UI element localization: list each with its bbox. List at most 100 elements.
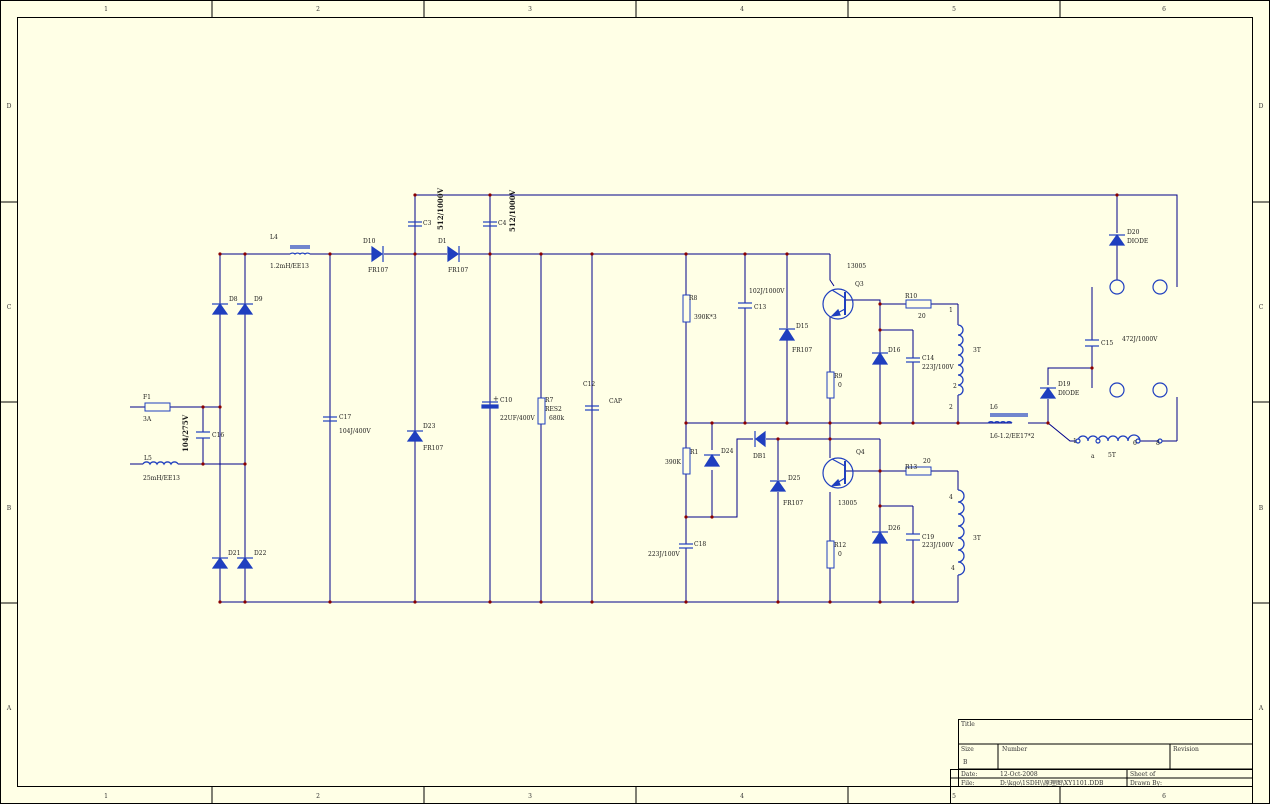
- label-q3-value: 13005: [847, 263, 866, 270]
- col-label: 2: [316, 793, 320, 800]
- label-c19-ref: C19: [922, 534, 934, 541]
- wires: [130, 194, 1178, 603]
- transformer-winding-lower: [957, 489, 966, 576]
- label-q3-ref: Q3: [855, 281, 864, 288]
- label-c14-value: 223J/100V: [922, 364, 954, 371]
- label-d25-value: FR107: [783, 500, 803, 507]
- file-label: File:: [961, 780, 975, 787]
- inductor-l4-symbol: [289, 245, 311, 255]
- terminal-circle: [1152, 279, 1168, 295]
- number-label: Number: [1002, 746, 1027, 753]
- label-d25-ref: D25: [788, 475, 801, 482]
- inductors: [142, 245, 1141, 576]
- terminal-circle: [1109, 279, 1125, 295]
- cap-c3-symbol: [408, 221, 422, 227]
- transistors: [822, 288, 854, 489]
- label-r9-ref: R9: [834, 373, 843, 380]
- diode-d22-symbol: [236, 556, 254, 569]
- label-l6-ref: L6: [990, 404, 998, 411]
- transformer-winding-output: [1077, 434, 1141, 442]
- diode-d26-symbol: [871, 530, 889, 544]
- cap-c19-symbol: [906, 533, 920, 541]
- label-r8-ref: R8: [689, 295, 698, 302]
- res-r7-symbol: [537, 397, 546, 425]
- lamp-terminals: [1075, 279, 1168, 444]
- label-r10-ref: R10: [905, 293, 917, 300]
- label-t1c-pin: a: [1091, 453, 1095, 460]
- label-q4-value: 13005: [838, 500, 857, 507]
- diode-d9-symbol: [236, 302, 254, 315]
- label-t1b-pin: 4: [951, 565, 955, 572]
- diode-d24-symbol: [703, 453, 721, 467]
- label-c18-value: 223J/100V: [648, 551, 680, 558]
- label-c10-ref: C10: [500, 397, 512, 404]
- drawn-label: Drawn By:: [1130, 780, 1162, 787]
- label-d1-ref: D1: [438, 238, 447, 245]
- label-d24-ref: D24: [721, 448, 734, 455]
- fuse-f1-symbol: [144, 402, 171, 412]
- res-r10-symbol: [905, 299, 932, 309]
- label-d19-value: DIODE: [1058, 390, 1079, 397]
- sheet-label: Sheet of: [1130, 771, 1156, 778]
- cap-c4-symbol: [483, 221, 497, 227]
- label-q4-ref: Q4: [856, 449, 865, 456]
- diode-d15-symbol: [778, 327, 796, 341]
- diodes: [211, 233, 1126, 569]
- label-r7-type: RES2: [545, 406, 562, 413]
- resistors: [144, 294, 932, 569]
- diode-d20-symbol: [1108, 233, 1126, 246]
- label-c16-ref: C16: [212, 432, 224, 439]
- capacitors: +: [196, 221, 1099, 549]
- diac-db1-symbol: [754, 430, 766, 448]
- res-r12-symbol: [826, 540, 835, 569]
- label-c10-value: 22UF/400V: [500, 415, 535, 422]
- label-c19-value: 223J/100V: [922, 542, 954, 549]
- label-r7-value: 680k: [549, 415, 564, 422]
- col-label: 1: [104, 793, 108, 800]
- row-label: A: [6, 705, 12, 712]
- junctions: [201, 193, 1119, 604]
- label-r13-ref: R13: [905, 464, 917, 471]
- label-t1c-pin: 8: [1156, 440, 1160, 447]
- label-t1b-turns: 3T: [973, 535, 981, 542]
- label-l4-ref: L4: [270, 234, 278, 241]
- col-label: 3: [528, 6, 532, 13]
- label-d10-ref: D10: [363, 238, 376, 245]
- inductor-l6-symbol: [987, 413, 1028, 424]
- row-label: A: [1258, 705, 1264, 712]
- label-c4-ref: C4: [498, 220, 507, 227]
- label-c3-ref: C3: [423, 220, 432, 227]
- label-d22-ref: D22: [254, 550, 267, 557]
- transformer-winding-upper: [957, 324, 964, 396]
- label-c18-ref: C18: [694, 541, 706, 548]
- label-d1-value: FR107: [448, 267, 468, 274]
- cap-c18-symbol: [679, 543, 693, 549]
- cap-c13-symbol: [738, 302, 752, 309]
- label-t1b-pin: 4: [949, 494, 953, 501]
- diode-d21-symbol: [211, 556, 229, 569]
- size-value: B: [963, 759, 968, 766]
- label-d26-ref: D26: [888, 525, 901, 532]
- diode-d8-symbol: [211, 302, 229, 315]
- label-t1a-pin: 2: [949, 404, 953, 411]
- label-d23-ref: D23: [423, 423, 436, 430]
- transistor-q3-symbol: [822, 288, 854, 320]
- label-c3-value: 512/1000V: [436, 187, 445, 230]
- revision-label: Revision: [1173, 746, 1199, 753]
- label-l5-value: 25mH/EE13: [143, 475, 180, 482]
- cap-c17-symbol: [323, 416, 337, 422]
- file-value: D:\kgo\1SDH\\原理图\XY1101.DDB: [1000, 780, 1104, 787]
- label-r13-value: 20: [923, 458, 931, 465]
- res-r8-symbol: [682, 294, 691, 323]
- label-c15-value: 472J/1000V: [1122, 336, 1158, 343]
- label-c13-value: 102J/1000V: [749, 288, 785, 295]
- diode-d1-symbol: [447, 245, 460, 263]
- cap-c14-symbol: [906, 357, 920, 363]
- label-c16-value: 104/275V: [181, 414, 190, 452]
- col-label: 1: [104, 6, 108, 13]
- label-l5-ref: L5: [144, 455, 152, 462]
- title-label: Title: [961, 721, 975, 728]
- label-r7-ref: R7: [545, 397, 554, 404]
- row-label: C: [7, 304, 12, 311]
